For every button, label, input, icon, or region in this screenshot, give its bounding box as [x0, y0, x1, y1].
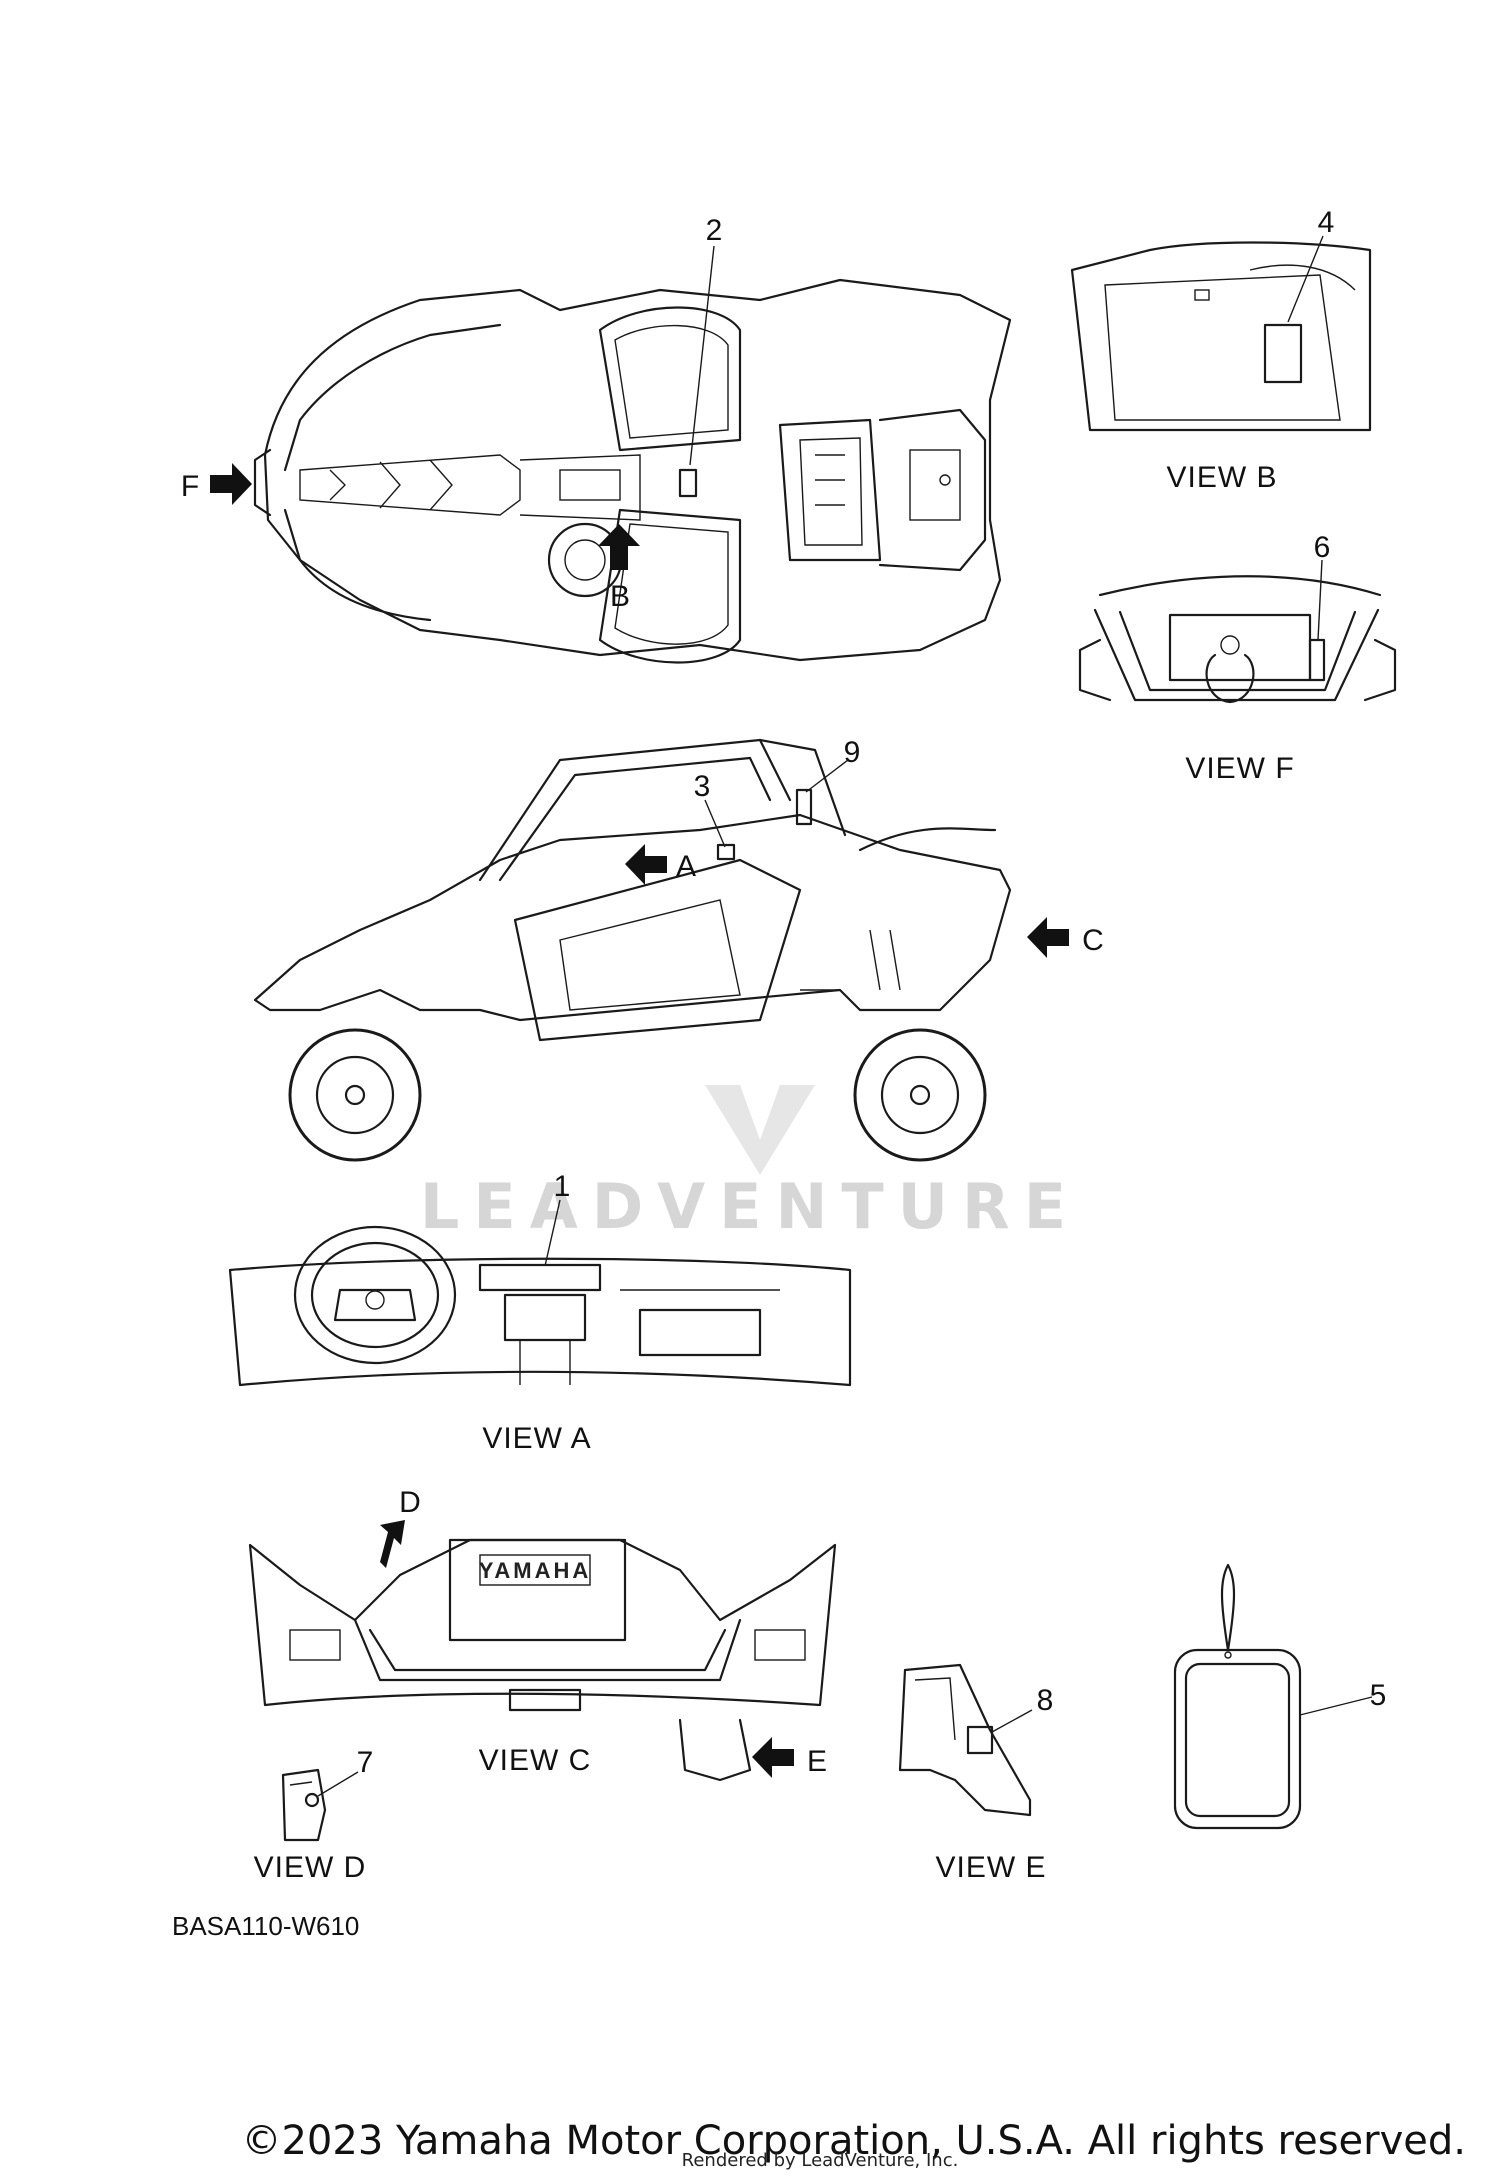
view-e-title: VIEW E — [935, 1851, 1046, 1884]
hang-tag-illustration — [1173, 1563, 1302, 1830]
arrow-f-letter: F — [181, 470, 199, 503]
arrow-d-letter: D — [399, 1486, 421, 1519]
arrow-f-icon — [210, 463, 252, 505]
callout-7: 7 — [357, 1746, 374, 1779]
view-c-illustration: YAMAHA — [248, 1538, 837, 1782]
view-e-illustration — [898, 1663, 1032, 1817]
view-d-title: VIEW D — [254, 1851, 367, 1884]
view-a-illustration — [228, 1225, 852, 1387]
copyright-notice: ©2023 Yamaha Motor Corporation, U.S.A. A… — [241, 2118, 1466, 2164]
callout-4: 4 — [1318, 206, 1335, 239]
view-b-title: VIEW B — [1166, 461, 1277, 494]
diagram-code: BASA110-W610 — [172, 1911, 359, 1941]
arrow-c-letter: C — [1082, 924, 1104, 957]
callout-9: 9 — [844, 736, 861, 769]
arrow-a-icon — [625, 844, 667, 885]
arrow-e-letter: E — [807, 1745, 827, 1778]
callout-6: 6 — [1314, 531, 1331, 564]
label-position-8 — [966, 1725, 994, 1755]
arrow-b-icon — [598, 524, 640, 570]
arrow-b-letter: B — [610, 580, 630, 613]
callout-1: 1 — [554, 1170, 571, 1203]
arrow-a-letter: A — [676, 850, 696, 883]
watermark-text: LEADVENTURE — [420, 1170, 1080, 1243]
label-position-7 — [304, 1792, 320, 1808]
view-f-title: VIEW F — [1185, 752, 1294, 785]
view-f-illustration — [1078, 575, 1397, 704]
label-position-9 — [795, 788, 813, 826]
label-position-1 — [478, 1263, 602, 1292]
view-a-title: VIEW A — [482, 1422, 591, 1455]
view-c-title: VIEW C — [479, 1744, 592, 1777]
vehicle-side-view — [253, 738, 1012, 1162]
label-position-2 — [678, 468, 698, 498]
callout-2: 2 — [706, 214, 723, 247]
view-b-illustration — [1070, 241, 1372, 432]
view-d-illustration — [281, 1768, 327, 1842]
callout-5: 5 — [1370, 1679, 1387, 1712]
callout-3: 3 — [694, 770, 711, 803]
rendered-by-notice: Rendered by LeadVenture, Inc. — [681, 2150, 959, 2171]
yamaha-plate-text: YAMAHA — [479, 1558, 592, 1583]
hang-tag-inner — [1184, 1662, 1291, 1818]
callout-8: 8 — [1037, 1684, 1054, 1717]
arrow-e-icon — [752, 1737, 794, 1778]
label-position-3 — [716, 843, 736, 861]
arrow-d-icon — [380, 1520, 405, 1568]
leadventure-logo-icon — [705, 1085, 815, 1175]
label-position-6 — [1308, 638, 1326, 682]
vehicle-top-view — [253, 278, 1012, 664]
arrow-c-icon — [1027, 917, 1069, 958]
watermark: LEADVENTURE — [420, 1085, 1080, 1243]
label-position-4 — [1263, 323, 1303, 384]
hang-tag-outer — [1173, 1648, 1302, 1830]
